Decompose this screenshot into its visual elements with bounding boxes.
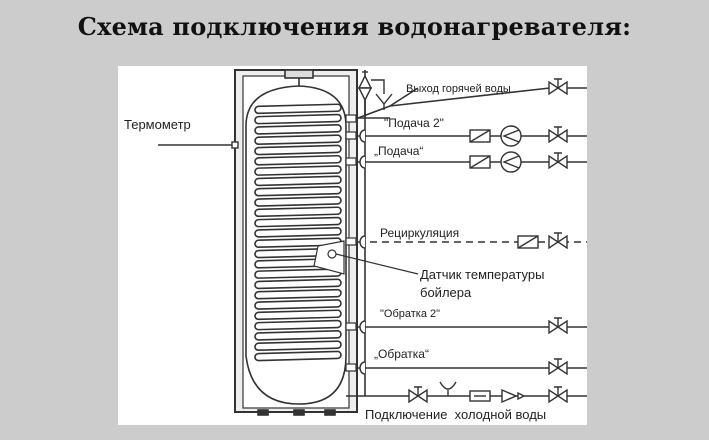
tank-feet bbox=[257, 409, 336, 416]
pump-icon bbox=[500, 151, 522, 173]
coil-loop bbox=[254, 124, 342, 135]
water-heater-schematic: Термометр Выход горячей воды "Подача 2" … bbox=[124, 69, 587, 422]
coil-loop bbox=[254, 216, 342, 228]
check-valve-icon bbox=[469, 155, 491, 169]
coil-loop bbox=[254, 144, 342, 156]
check-valve-icon bbox=[517, 235, 539, 249]
label-return-2: "Обратка 2" bbox=[380, 308, 440, 320]
shutoff-valve-icon bbox=[408, 386, 428, 404]
label-cold-water: Подключение холодной воды bbox=[365, 407, 546, 422]
coil-loop bbox=[254, 288, 342, 300]
thermometer-connector bbox=[158, 141, 239, 149]
coil-loop bbox=[254, 227, 342, 238]
sensor-bulb bbox=[327, 249, 337, 259]
coil-loop bbox=[254, 103, 342, 115]
coil-loop bbox=[254, 299, 342, 310]
funnel-icon bbox=[439, 381, 457, 396]
pipe-crossings bbox=[359, 129, 366, 375]
sensor-pocket bbox=[313, 240, 345, 275]
coil-loop bbox=[254, 154, 342, 166]
nozzles bbox=[345, 114, 357, 372]
label-hot-water-outlet: Выход горячей воды bbox=[406, 83, 511, 95]
label-recirculation: Рециркуляция bbox=[380, 226, 459, 240]
pump-icon bbox=[500, 125, 522, 147]
safety-valve-icon bbox=[357, 71, 385, 102]
coil-loop bbox=[254, 350, 342, 362]
label-supply-2: "Подача 2" bbox=[384, 116, 444, 130]
coil-loop bbox=[254, 340, 342, 352]
coil-loop bbox=[254, 309, 342, 321]
coil-loop bbox=[254, 113, 342, 125]
shutoff-valve-icon bbox=[548, 232, 568, 250]
top-flange bbox=[284, 69, 314, 79]
check-valve-icon bbox=[469, 129, 491, 143]
coil-loop bbox=[254, 330, 342, 341]
coil-loop bbox=[254, 206, 342, 218]
label-thermometer: Термометр bbox=[124, 117, 191, 132]
shutoff-valve-icon bbox=[548, 126, 568, 144]
coil-loop bbox=[254, 196, 342, 207]
pipes bbox=[346, 80, 587, 397]
filter-icon bbox=[469, 390, 491, 402]
shutoff-valve-icon bbox=[548, 317, 568, 335]
coil-loop bbox=[254, 185, 342, 197]
drain-funnel-icon bbox=[375, 93, 393, 110]
heating-coil bbox=[254, 103, 342, 362]
shutoff-valve-icon bbox=[548, 78, 568, 96]
coil-loop bbox=[254, 278, 342, 290]
label-supply: „Подача“ bbox=[374, 144, 423, 158]
diagram-panel: Термометр Выход горячей воды "Подача 2" … bbox=[118, 66, 587, 425]
shutoff-valve-icon bbox=[548, 152, 568, 170]
coil-loop bbox=[254, 134, 342, 146]
page-title: Схема подключения водонагревателя: bbox=[77, 12, 632, 41]
shutoff-valve-icon bbox=[548, 386, 568, 404]
coil-loop bbox=[254, 175, 342, 187]
shutoff-valve-icon bbox=[548, 358, 568, 376]
label-sensor-line1: Датчик температуры bbox=[420, 267, 544, 282]
coil-loop bbox=[254, 319, 342, 331]
sensor-leader bbox=[335, 253, 419, 275]
label-return: „Обратка“ bbox=[374, 347, 429, 361]
coil-loop bbox=[254, 165, 342, 176]
label-sensor-line2: бойлера bbox=[420, 285, 472, 300]
reducer-icon bbox=[501, 388, 526, 404]
